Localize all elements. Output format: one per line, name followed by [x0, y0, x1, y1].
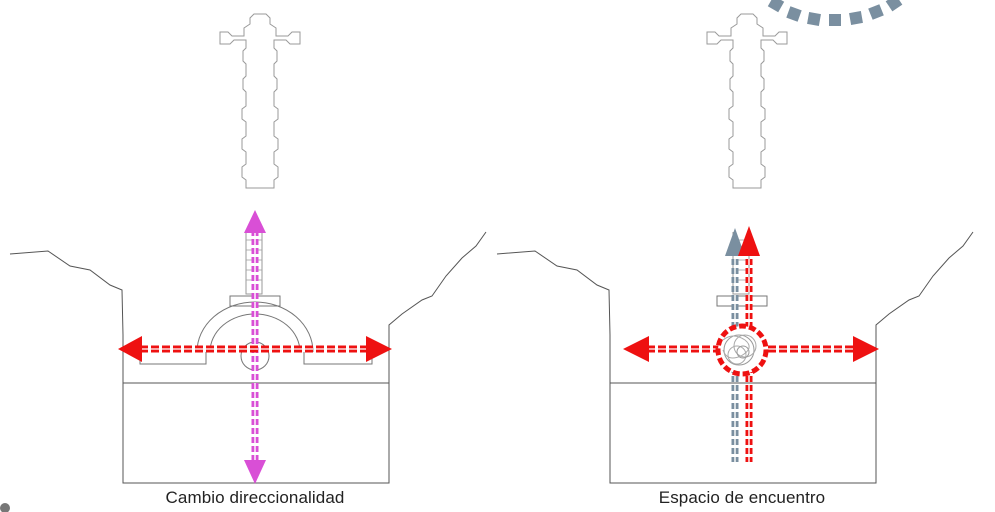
caption-right: Espacio de encuentro	[658, 488, 826, 507]
vertical-arrow-red	[738, 226, 760, 462]
caption-left: Cambio direccionalidad	[165, 488, 345, 507]
horizontal-arrow-red	[118, 336, 392, 362]
plaza-right	[716, 295, 768, 307]
vertical-arrow-magenta	[244, 210, 266, 484]
corner-mark	[0, 503, 10, 512]
building-plan-left	[219, 13, 301, 295]
decorative-ring	[767, 0, 903, 26]
vertical-arrow-steel	[725, 228, 745, 462]
left-panel	[9, 13, 487, 484]
right-panel	[496, 13, 974, 484]
meeting-node	[715, 323, 769, 377]
